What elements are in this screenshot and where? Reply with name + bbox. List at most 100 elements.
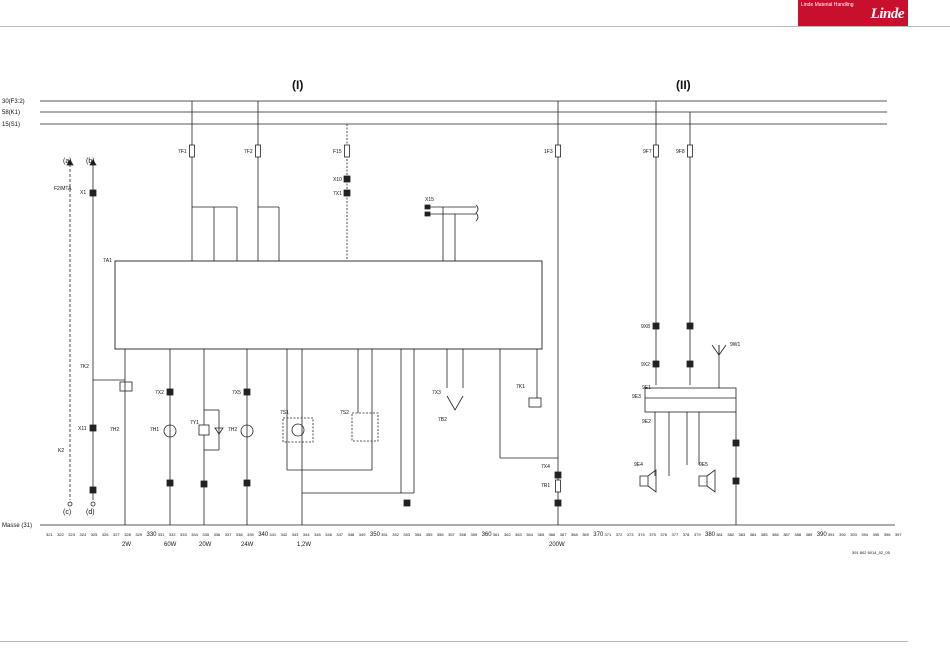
column-number: 372: [616, 532, 623, 537]
column-number: 391: [828, 532, 835, 537]
component-9w1: 9W1: [730, 342, 741, 348]
component-k2: K2: [58, 448, 64, 454]
column-number: 355: [426, 532, 433, 537]
component-7x2: 7X2: [155, 390, 164, 396]
column-number: 344: [303, 532, 310, 537]
column-number: 362: [504, 532, 511, 537]
component-7s1: 7S1: [280, 410, 289, 416]
component-x11: X11: [78, 426, 87, 432]
fuse-7f1: 7F1: [178, 149, 187, 155]
component-7k2: 7K2: [80, 364, 89, 370]
column-number: 321: [46, 532, 53, 537]
component-x1: X1: [80, 190, 86, 196]
column-number: 353: [403, 532, 410, 537]
column-number: 377: [672, 532, 679, 537]
column-number: 388: [794, 532, 801, 537]
component-9x8: 9X8: [641, 324, 650, 330]
component-7x3: 7X3: [432, 390, 441, 396]
block-label-7a1: 7A1: [103, 258, 112, 264]
watt-label: 2W: [122, 542, 131, 548]
column-number: 347: [336, 532, 343, 537]
component-7h1: 7H1: [150, 427, 159, 433]
watt-label: 1,2W: [297, 542, 311, 548]
brand-logo: Linde Material Handling Linde: [798, 0, 908, 26]
column-number: 357: [448, 532, 455, 537]
column-number: 384: [750, 532, 757, 537]
header-divider: [0, 26, 950, 27]
column-number: 351: [381, 532, 388, 537]
column-number: 323: [68, 532, 75, 537]
brand-caption: Linde Material Handling: [801, 2, 854, 8]
column-number: 364: [526, 532, 533, 537]
column-number: 345: [314, 532, 321, 537]
component-7s2: 7S2: [340, 410, 349, 416]
column-number: 375: [649, 532, 656, 537]
column-number: 381: [716, 532, 723, 537]
column-number: 358: [459, 532, 466, 537]
column-number: 360: [482, 532, 493, 538]
column-number: 356: [437, 532, 444, 537]
column-number: 383: [739, 532, 746, 537]
aux-label-c: (c): [63, 509, 71, 516]
column-number: 368: [571, 532, 578, 537]
component-7x5: 7X5: [232, 390, 241, 396]
column-number: 379: [694, 532, 701, 537]
column-number: 322: [57, 532, 64, 537]
column-number: 390: [817, 532, 828, 538]
component-9e4: 9E4: [634, 462, 643, 468]
column-number: 365: [538, 532, 545, 537]
column-number: 378: [683, 532, 690, 537]
watt-label: 24W: [241, 542, 254, 548]
column-number: 336: [214, 532, 221, 537]
column-number: 367: [560, 532, 567, 537]
column-number: 352: [392, 532, 399, 537]
column-number: 332: [169, 532, 176, 537]
watt-label: 60W: [164, 542, 177, 548]
column-number: 329: [135, 532, 142, 537]
column-number: 338: [236, 532, 243, 537]
column-number: 389: [806, 532, 813, 537]
column-number: 354: [415, 532, 422, 537]
component-9e1: 9E1: [642, 385, 651, 391]
aux-label-a: (a): [63, 158, 72, 165]
column-number: 330: [147, 532, 158, 538]
column-number: 397: [895, 532, 902, 537]
rail-label-15: 15(S1): [2, 122, 20, 128]
column-number: 328: [124, 532, 131, 537]
fuse-1f3: 1F3: [544, 149, 553, 155]
column-number: 371: [605, 532, 612, 537]
component-9x2: 9X2: [641, 362, 650, 368]
module-7a1: [114, 260, 543, 350]
footer-divider: [0, 641, 908, 642]
column-number: 349: [359, 532, 366, 537]
fuse-7f2: 7F2: [244, 149, 253, 155]
aux-label-d: (d): [86, 509, 95, 516]
column-number: 350: [370, 532, 381, 538]
column-number: 331: [158, 532, 165, 537]
component-7r1: 7R1: [541, 483, 550, 489]
column-number: 385: [761, 532, 768, 537]
column-number: 370: [593, 532, 604, 538]
watt-label: 20W: [199, 542, 212, 548]
fuse-f2: F2/MTA: [54, 186, 72, 192]
column-number: 376: [660, 532, 667, 537]
component-x10: X10: [333, 177, 342, 183]
aux-label-b: (b): [86, 158, 95, 165]
column-number: 374: [638, 532, 645, 537]
column-number: 324: [80, 532, 87, 537]
column-number: 339: [247, 532, 254, 537]
fuse-f15: F15: [333, 149, 342, 155]
column-number: 369: [582, 532, 589, 537]
column-number: 395: [873, 532, 880, 537]
watt-label: 200W: [549, 542, 565, 548]
component-7x4: 7X4: [541, 464, 550, 470]
column-number: 337: [225, 532, 232, 537]
column-number: 361: [493, 532, 500, 537]
column-number: 359: [471, 532, 478, 537]
column-number: 326: [102, 532, 109, 537]
component-7h2b: 7H2: [228, 427, 237, 433]
column-number: 380: [705, 532, 716, 538]
rail-label-58: 58(K1): [2, 110, 20, 116]
column-number: 396: [884, 532, 891, 537]
